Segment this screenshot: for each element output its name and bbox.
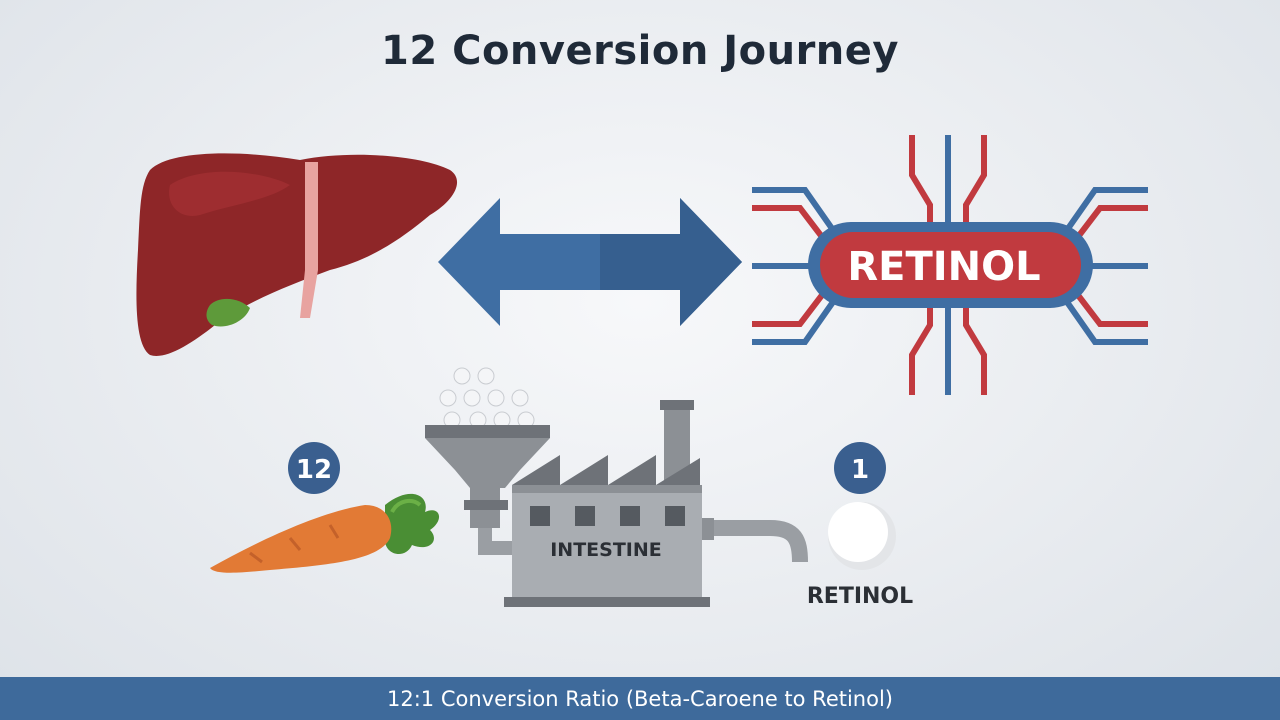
output-count-badge xyxy=(834,442,886,494)
conversion-diagram: RETINOL 12 xyxy=(136,135,1148,609)
input-count-text: 12 xyxy=(296,455,332,485)
page-title: 12 Conversion Journey xyxy=(381,28,899,74)
footer-text: 12:1 Conversion Ratio (Beta-Caroene to R… xyxy=(387,686,893,711)
input-count-badge xyxy=(288,442,340,494)
intestine-factory-icon xyxy=(425,367,808,607)
output-count-text: 1 xyxy=(851,455,869,485)
retinol-network-icon xyxy=(752,135,1148,395)
factory-label: INTESTINE xyxy=(550,539,662,561)
output-label: RETINOL xyxy=(807,584,913,609)
retinol-network-label: RETINOL xyxy=(847,244,1040,290)
carrot-icon xyxy=(210,493,440,573)
liver-icon xyxy=(136,153,458,356)
double-arrow-icon xyxy=(438,198,742,326)
retinol-pill-icon xyxy=(828,502,896,570)
footer-banner: 12:1 Conversion Ratio (Beta-Caroene to R… xyxy=(0,677,1280,720)
